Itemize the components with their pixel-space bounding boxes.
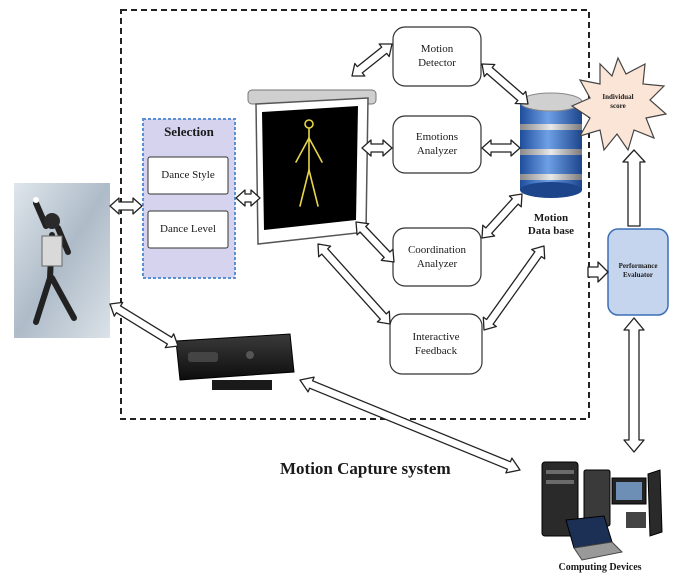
system-boundary: [120, 9, 590, 420]
computing-devices-icon: [541, 461, 663, 561]
arrow-screen-coordination: [355, 221, 395, 263]
dancer-photo: [14, 183, 110, 338]
dance-style-box[interactable]: [147, 156, 229, 195]
arrow-to-evaluator: [587, 261, 609, 283]
motion-detector-box: [392, 26, 482, 87]
computing-devices-label: Computing Devices: [558, 562, 642, 573]
individual-score-starburst: [570, 56, 668, 152]
arrow-kinect-computing: [299, 376, 521, 474]
interactive-feedback-box: [389, 313, 483, 375]
selection-title: Selection: [164, 124, 214, 139]
arrow-selection-screen: [235, 189, 261, 207]
arrow-evaluator-score: [622, 149, 646, 227]
arrow-dancer-selection: [109, 197, 143, 215]
arrow-screen-feedback: [317, 243, 391, 325]
emotions-analyzer-box: [392, 115, 482, 174]
dance-level-box[interactable]: [147, 210, 229, 249]
projection-screen-icon: [247, 89, 377, 245]
arrow-screen-motion-detector: [351, 43, 393, 77]
kinect-sensor-icon: [175, 333, 295, 390]
arrow-dancer-kinect: [109, 301, 179, 349]
arrow-evaluator-computing: [623, 317, 645, 453]
connector-arrows: [109, 43, 646, 474]
dance-style-label: Dance Style: [161, 169, 215, 181]
arrow-coordination-db: [481, 193, 523, 239]
arrow-motion-detector-db: [481, 63, 529, 105]
database-cylinder-icon: [519, 92, 583, 198]
arrow-db-feedback: [482, 245, 546, 331]
arrow-emotions-db: [481, 139, 521, 157]
arrow-screen-emotions: [361, 139, 393, 157]
dance-level-label: Dance Level: [160, 223, 216, 235]
system-label: Motion Capture system: [280, 459, 451, 478]
selection-panel: [142, 118, 236, 279]
